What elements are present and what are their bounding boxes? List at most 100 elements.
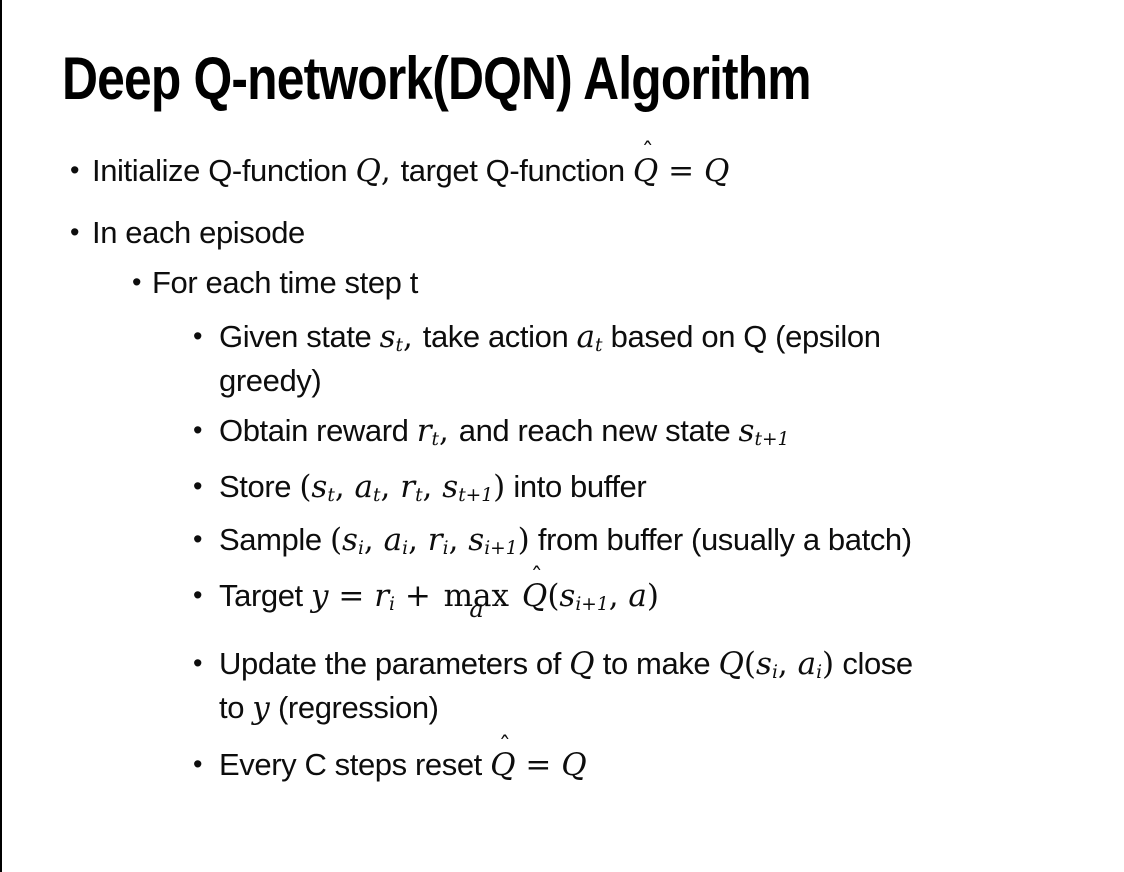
math-var: r bbox=[427, 522, 443, 558]
bullet-text: Update the parameters of Q to make Q(si,… bbox=[219, 642, 913, 730]
text-run: from buffer (usually a batch) bbox=[529, 522, 912, 557]
text-run: greedy) bbox=[219, 363, 322, 398]
math-var: y bbox=[310, 578, 329, 614]
math-var: Q bbox=[355, 153, 381, 189]
bullet-item: •Obtain reward rt, and reach new state s… bbox=[193, 409, 1114, 453]
bullet-item: •Initialize Q-function Q, target Q-funct… bbox=[70, 140, 1114, 193]
bullet-item: •Given state st, take action at based on… bbox=[193, 315, 1114, 402]
slide-title: Deep Q-network(DQN) Algorithm bbox=[62, 45, 812, 112]
math-operator: ( bbox=[299, 469, 312, 505]
bullet-marker-icon: • bbox=[193, 749, 203, 779]
math-operator: , bbox=[403, 319, 423, 355]
math-operator: + bbox=[394, 578, 441, 614]
math-var: s bbox=[311, 469, 328, 505]
math-subscript: i bbox=[389, 594, 395, 616]
text-run: take action bbox=[422, 319, 577, 354]
bullet-marker-icon: • bbox=[193, 471, 203, 501]
math-var: r bbox=[400, 469, 416, 505]
math-var: y bbox=[252, 690, 270, 726]
bullet-text: Sample (si, ai, ri, si+1) from buffer (u… bbox=[219, 518, 912, 562]
math-operator: , bbox=[439, 413, 459, 449]
math-operator: , bbox=[380, 469, 401, 505]
math-subscript: t bbox=[373, 485, 381, 507]
math-operator: , bbox=[608, 578, 629, 614]
math-subscript: t bbox=[395, 335, 404, 357]
math-var: Q bbox=[718, 646, 744, 682]
bullet-text: Obtain reward rt, and reach new state st… bbox=[219, 409, 789, 453]
math-subscript: t bbox=[594, 335, 603, 357]
math-operator: ) bbox=[822, 646, 835, 682]
math-operator: = bbox=[328, 578, 375, 614]
math-subscript: t+1 bbox=[754, 429, 790, 451]
math-var: s bbox=[559, 578, 576, 614]
math-subscript: i+1 bbox=[575, 594, 609, 616]
bullet-marker-icon: • bbox=[132, 267, 142, 297]
bullet-marker-icon: • bbox=[193, 580, 203, 610]
hat-accent-icon: ˆ bbox=[530, 563, 543, 592]
bullet-item: •In each episode bbox=[70, 211, 1114, 254]
math-subscript: t bbox=[327, 485, 335, 507]
text-run: For each time step t bbox=[152, 265, 418, 300]
math-var: s bbox=[468, 522, 485, 558]
math-var: r bbox=[416, 413, 432, 449]
math-var: s bbox=[756, 646, 772, 682]
math-operator bbox=[512, 578, 522, 614]
math-operator: , bbox=[408, 522, 428, 558]
math-subscript: t bbox=[415, 485, 423, 507]
text-run: Sample bbox=[219, 522, 330, 557]
text-run: Store bbox=[219, 469, 300, 504]
math-subscript: i bbox=[402, 538, 409, 560]
hat-accent-icon: ˆ bbox=[641, 138, 654, 167]
bullet-marker-icon: • bbox=[70, 217, 80, 247]
text-run: Obtain reward bbox=[219, 413, 417, 448]
text-run: to make bbox=[594, 646, 719, 681]
math-operator: , bbox=[334, 469, 355, 505]
text-run: Initialize Q-function bbox=[92, 153, 356, 188]
math-var: r bbox=[374, 578, 390, 614]
math-under-var: a bbox=[469, 594, 484, 623]
bullet-item: •Store (st, at, rt, st+1) into buffer bbox=[193, 465, 1114, 509]
math-subscript: t bbox=[431, 429, 440, 451]
math-operator: , bbox=[380, 153, 401, 189]
math-var: a bbox=[576, 319, 595, 355]
math-var: Q bbox=[521, 578, 548, 614]
math-operator: , bbox=[422, 469, 443, 505]
text-run: close bbox=[834, 646, 913, 681]
bullet-text: For each time step t bbox=[152, 261, 418, 304]
text-run: into buffer bbox=[505, 469, 647, 504]
math-var: a bbox=[628, 578, 647, 614]
math-operator: , bbox=[363, 522, 384, 558]
bullet-marker-icon: • bbox=[193, 524, 203, 554]
math-operator: ( bbox=[743, 646, 757, 682]
math-subscript: i bbox=[771, 662, 778, 684]
math-operator: = bbox=[658, 153, 704, 189]
bullet-item: •Sample (si, ai, ri, si+1) from buffer (… bbox=[193, 518, 1114, 562]
math-var: s bbox=[379, 319, 396, 355]
math-var: Q bbox=[569, 646, 595, 682]
bullet-item: • For each time step t bbox=[132, 261, 1114, 304]
text-run: and reach new state bbox=[458, 413, 739, 448]
bullet-marker-icon: • bbox=[70, 155, 80, 185]
math-operator: = bbox=[515, 747, 562, 783]
math-operator: ) bbox=[646, 578, 660, 614]
text-run: Every C steps reset bbox=[219, 747, 491, 782]
hat-accent-icon: ˆ bbox=[498, 732, 511, 761]
math-var: s bbox=[442, 469, 459, 505]
text-run: to bbox=[219, 690, 253, 725]
math-subscript: t+1 bbox=[458, 485, 494, 507]
text-run: (regression) bbox=[269, 690, 439, 725]
math-operator: ( bbox=[329, 522, 343, 558]
math-var: a bbox=[797, 646, 817, 682]
math-var: a bbox=[383, 522, 403, 558]
math-operator: ( bbox=[547, 578, 560, 614]
text-run: Update the parameters of bbox=[219, 646, 570, 681]
math-operator: ) bbox=[493, 469, 506, 505]
math-operator: , bbox=[448, 522, 469, 558]
math-var: a bbox=[354, 469, 374, 505]
math-subscript: i bbox=[816, 662, 823, 684]
